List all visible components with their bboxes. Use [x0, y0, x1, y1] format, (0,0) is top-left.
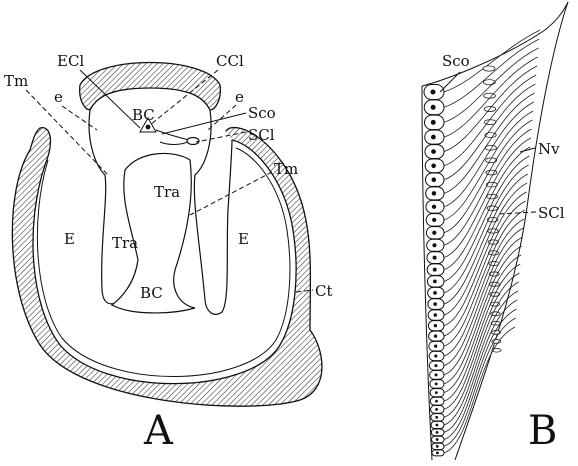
label-e-left-space: E [64, 230, 75, 248]
scolopidium-nucleus [435, 373, 438, 376]
scolopidium-nucleus [432, 243, 436, 247]
organ-outline [422, 2, 568, 86]
label-ct: Ct [315, 282, 333, 300]
scolopidium-nucleus [432, 177, 437, 182]
leader-scl-b [498, 212, 536, 214]
scolopidium-nucleus [432, 218, 436, 222]
scolopidium-nucleus [431, 163, 436, 168]
label-bc-bottom: BC [140, 284, 163, 302]
scolopidium-nucleus [436, 445, 439, 448]
label-nv: Nv [538, 140, 560, 158]
scolopidium-nucleus [436, 438, 439, 441]
label-tra-lower: Tra [112, 234, 138, 252]
scolopale-cell [156, 130, 190, 144]
scolopidium-nucleus [434, 354, 437, 357]
scolopidia-column [424, 30, 540, 456]
scolopidium-nucleus [431, 120, 436, 125]
scolopidium-nucleus [435, 400, 438, 403]
scolopidium-nucleus [434, 334, 437, 337]
scolopidium-nucleus [430, 89, 435, 94]
scolopidium-nucleus [436, 431, 439, 434]
scolopidium-nucleus [434, 313, 438, 317]
caption-b: B [528, 408, 557, 454]
label-scl-b: SCl [538, 204, 565, 222]
label-e-left: e [54, 88, 63, 106]
label-scl-a: SCl [248, 126, 275, 144]
panel-a: ECl CCl e e Sco SCl Tm Tm BC BC Tra Tra … [4, 52, 333, 454]
top-cap-wall [80, 63, 221, 111]
scolopidium-nucleus [433, 291, 437, 295]
label-sco-a: Sco [248, 104, 276, 122]
label-sco-b: Sco [442, 52, 470, 70]
scolopidium-nucleus [433, 268, 437, 272]
label-tm-left: Tm [4, 72, 28, 90]
right-chamber [194, 110, 232, 314]
scolopidium-nucleus [432, 191, 436, 195]
scolopidium-nucleus [435, 382, 438, 385]
leader-sco-b [440, 72, 460, 92]
scolopidium-nucleus [431, 105, 436, 110]
scolopidium-nucleus [432, 205, 436, 209]
caption-a: A [143, 408, 174, 454]
label-bc-top: BC [132, 106, 155, 124]
label-tra-upper: Tra [154, 183, 180, 201]
scolopidium-nucleus [435, 391, 438, 394]
scolopidium-nucleus [433, 256, 437, 260]
scolopidium-nucleus [433, 279, 437, 283]
scolopidium-nucleus [431, 149, 436, 154]
scolopidium-nucleus [434, 345, 437, 348]
sense-cell [490, 282, 500, 286]
sense-cell-bulb [187, 138, 199, 145]
scolopidium-nucleus [433, 302, 437, 306]
label-tm-right: Tm [274, 160, 298, 178]
scolopidium-nucleus [432, 231, 436, 235]
scolopidium-nucleus [434, 324, 437, 327]
label-e-right-space: E [238, 230, 249, 248]
scolopidium-nucleus [146, 125, 151, 130]
label-e-right: e [235, 88, 244, 106]
scolopidium-nucleus [436, 452, 439, 455]
scolopidium-nucleus [434, 364, 437, 367]
sense-cell [483, 66, 495, 71]
scolopidium-nucleus [431, 135, 436, 140]
nerve-fibre [444, 111, 533, 220]
scolopidium-nucleus [435, 416, 438, 419]
sense-cell [483, 80, 495, 85]
scolopidium-nucleus [435, 424, 438, 427]
panel-b: Sco Nv SCl B [422, 2, 568, 460]
label-ecl: ECl [57, 52, 84, 70]
sense-cell [488, 229, 498, 233]
label-ccl: CCl [216, 52, 244, 70]
scolopidium-nucleus [435, 408, 438, 411]
